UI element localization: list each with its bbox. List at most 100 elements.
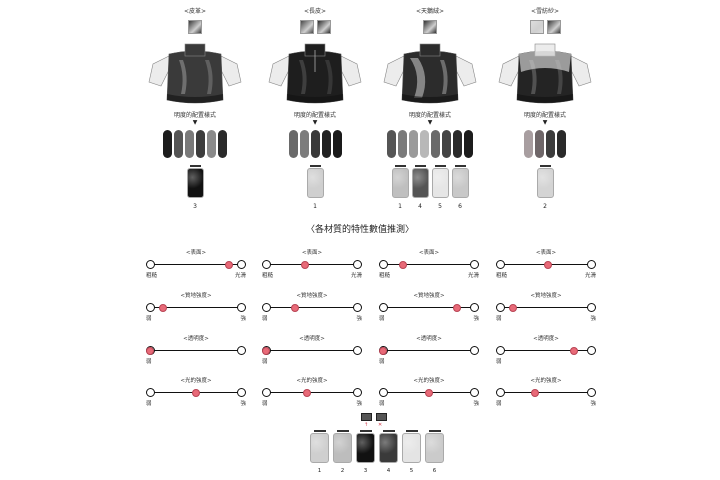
material-column: <長皮>明度的配置樣式▼1 [240, 0, 390, 220]
property-slider[interactable]: <透明度>弱 [379, 334, 479, 365]
garment [380, 42, 480, 108]
slider-knob[interactable] [379, 346, 387, 355]
material-swatch [423, 20, 437, 34]
result-texture [310, 430, 329, 463]
property-slider[interactable]: <表面>粗糙光滑 [146, 248, 246, 279]
garment [265, 42, 365, 108]
slider-knob[interactable] [262, 346, 270, 355]
result-number: 4 [386, 468, 391, 474]
slider-end-right [470, 303, 479, 312]
down-arrow-icon: ▼ [542, 119, 548, 126]
texture-sample [411, 165, 429, 198]
slider-low-label: 弱 [146, 316, 152, 322]
property-slider[interactable]: <光的強度>弱強 [262, 376, 362, 407]
down-arrow-icon: ▼ [312, 119, 318, 126]
property-slider[interactable]: <質地強度>弱強 [146, 291, 246, 322]
property-slider[interactable]: <透明度> 弱 [146, 334, 246, 365]
slider-track[interactable] [266, 264, 358, 265]
value-pill [218, 130, 227, 158]
result-texture [402, 430, 421, 463]
slider-knob[interactable] [225, 260, 234, 269]
slider-knob[interactable] [569, 346, 578, 355]
slider-knob[interactable] [291, 303, 300, 312]
slider-knob[interactable] [425, 388, 433, 397]
property-slider[interactable]: <表面>粗糙光滑 [379, 248, 479, 279]
slider-high-label: 強 [240, 401, 246, 407]
down-arrow-icon: ▼ [192, 119, 198, 126]
slider-knob[interactable] [399, 260, 408, 269]
property-slider[interactable]: <質地強度>弱強 [379, 291, 479, 322]
texture-number: 6 [458, 203, 462, 210]
slider-end-right [353, 260, 362, 269]
slider-knob[interactable] [303, 388, 312, 397]
material-swatch [316, 20, 331, 34]
slider-low-label: 弱 [496, 316, 502, 322]
slider-end-right [353, 388, 362, 397]
slider-end-right [237, 303, 246, 312]
material-swatch [546, 20, 561, 34]
value-pill [207, 130, 216, 158]
texture-sample [536, 165, 554, 198]
slider-track[interactable] [150, 350, 242, 351]
value-pill [535, 130, 544, 158]
slider-knob[interactable] [158, 303, 167, 312]
slider-label: <質地強度> [413, 293, 445, 299]
slider-label: <透明度> [183, 336, 209, 342]
slider-end-right [587, 260, 596, 269]
slider-knob[interactable] [192, 388, 200, 397]
slider-track[interactable] [383, 350, 475, 351]
property-slider[interactable]: <質地強度>弱強 [496, 291, 596, 322]
slider-high-label: 光滑 [584, 273, 596, 279]
slider-knob[interactable] [146, 346, 154, 355]
slider-knob[interactable] [508, 303, 517, 312]
slider-high-label: 光滑 [234, 273, 246, 279]
texture-sample [186, 165, 204, 198]
value-pill [288, 130, 298, 158]
texture-sample [391, 165, 409, 198]
result-number: 5 [409, 468, 414, 474]
slider-label: <質地強度> [530, 293, 562, 299]
slider-high-label: 強 [240, 316, 246, 322]
property-slider[interactable]: <透明度>弱 [496, 334, 596, 365]
slider-end-right [353, 303, 362, 312]
slider-track[interactable] [266, 307, 358, 308]
material-swatch [529, 20, 544, 34]
property-slider[interactable]: <質地強度>弱強 [262, 291, 362, 322]
slider-track[interactable] [500, 392, 592, 393]
property-slider[interactable]: <光的強度>弱強 [496, 376, 596, 407]
property-slider[interactable]: <透明度>弱 [262, 334, 362, 365]
slider-knob[interactable] [452, 303, 461, 312]
slider-knob[interactable] [300, 260, 309, 269]
slider-knob[interactable] [543, 260, 552, 269]
slider-track[interactable] [383, 307, 475, 308]
thumb-icon-left [361, 413, 372, 421]
slider-low-label: 粗糙 [496, 273, 508, 279]
property-slider[interactable]: <光的強度>弱強 [379, 376, 479, 407]
slider-track[interactable] [150, 264, 242, 265]
value-pill [464, 130, 473, 158]
slider-track[interactable] [500, 307, 592, 308]
value-pill [546, 130, 555, 158]
slider-track[interactable] [150, 307, 242, 308]
slider-end-right [237, 260, 246, 269]
slider-label: <表面> [535, 250, 557, 256]
slider-track[interactable] [500, 350, 592, 351]
property-slider[interactable]: <表面>粗糙光滑 [262, 248, 362, 279]
property-slider[interactable]: <光的強度>弱強 [146, 376, 246, 407]
slider-track[interactable] [266, 350, 358, 351]
result-texture [333, 430, 352, 463]
texture-samples [355, 165, 505, 198]
texture-samples [120, 165, 270, 198]
slider-label: <光的強度> [296, 378, 328, 384]
texture-numbers: 1 [240, 203, 390, 210]
property-slider[interactable]: <表面> 粗糙 光滑 [496, 248, 596, 279]
slider-knob[interactable] [530, 388, 539, 397]
slider-track[interactable] [383, 264, 475, 265]
value-pill [196, 130, 205, 158]
slider-track[interactable] [266, 392, 358, 393]
slider-label: <光的強度> [180, 378, 212, 384]
config-label: 明度的配置樣式 [293, 112, 336, 119]
slider-low-label: 弱 [146, 359, 152, 365]
slider-end-right [587, 388, 596, 397]
